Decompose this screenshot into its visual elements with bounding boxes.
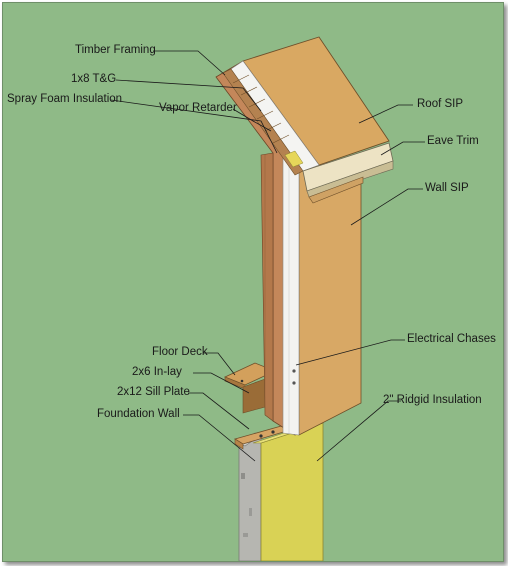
rigid-insulation-board bbox=[252, 422, 324, 561]
label-rigid-insulation: 2" Ridgid Insulation bbox=[383, 394, 482, 406]
sip-wall-section-drawing bbox=[110, 36, 425, 561]
roof-sip bbox=[222, 36, 390, 176]
label-t-and-g: 1x8 T&G bbox=[71, 73, 117, 85]
foundation-wall bbox=[238, 432, 262, 561]
eave-trim bbox=[302, 142, 394, 204]
label-electrical-chases: Electrical Chases bbox=[407, 333, 496, 345]
label-inlay: 2x6 In-lay bbox=[132, 366, 182, 378]
label-spray-foam: Spray Foam Insulation bbox=[7, 93, 123, 105]
diagram-frame: Timber Framing 1x8 T&G Spray Foam Insula… bbox=[2, 2, 504, 562]
label-foundation-wall: Foundation Wall bbox=[97, 408, 180, 420]
label-vapor-retarder: Vapor Retarder bbox=[159, 102, 237, 114]
label-eave-trim: Eave Trim bbox=[427, 135, 479, 147]
label-sill-plate: 2x12 Sill Plate bbox=[117, 386, 190, 398]
label-roof-sip: Roof SIP bbox=[417, 98, 464, 110]
label-floor-deck: Floor Deck bbox=[152, 346, 208, 358]
label-timber-framing: Timber Framing bbox=[75, 44, 156, 56]
timber-framing bbox=[215, 60, 298, 436]
wall-sip bbox=[282, 152, 362, 436]
leader-lines bbox=[110, 50, 425, 462]
label-wall-sip: Wall SIP bbox=[425, 182, 469, 194]
